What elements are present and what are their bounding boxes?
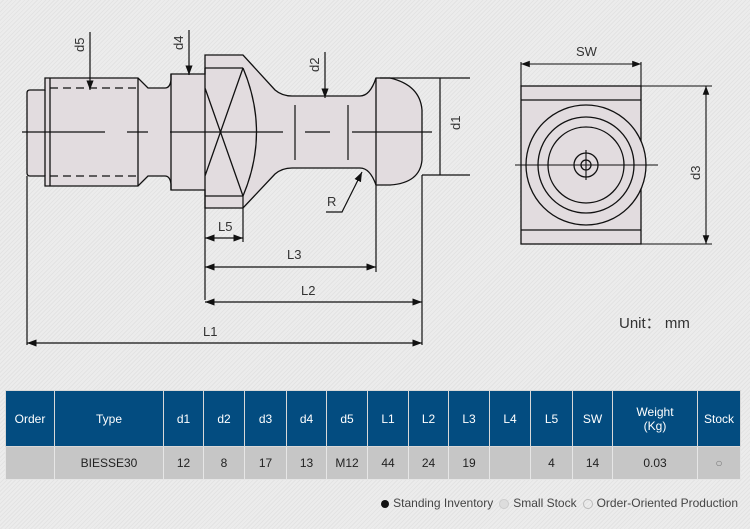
- cell-l5: 4: [530, 446, 573, 480]
- legend-standing: Standing Inventory: [381, 496, 493, 510]
- label-r: R: [327, 194, 336, 209]
- col-l4: L4: [489, 390, 531, 447]
- table-header: Order Type d1 d2 d3 d4 d5 L1 L2 L3 L4 L5…: [5, 390, 741, 447]
- cell-type: BIESSE30: [54, 446, 164, 480]
- cell-l3: 19: [448, 446, 490, 480]
- col-weight: Weight(Kg): [612, 390, 698, 447]
- cell-l1: 44: [367, 446, 409, 480]
- cell-d5: M12: [326, 446, 368, 480]
- table-row: BIESSE30 12 8 17 13 M12 44 24 19 4 14 0.…: [5, 446, 741, 480]
- col-l1: L1: [367, 390, 409, 447]
- label-l1: L1: [203, 324, 217, 339]
- stock-legend: Standing Inventory Small Stock Order-Ori…: [381, 496, 738, 510]
- label-d1: d1: [448, 116, 463, 130]
- cell-d3: 17: [244, 446, 287, 480]
- label-d5: d5: [72, 38, 87, 52]
- cell-order: [5, 446, 55, 480]
- legend-label: Small Stock: [513, 496, 577, 510]
- col-d4: d4: [286, 390, 327, 447]
- legend-label: Standing Inventory: [393, 496, 494, 510]
- filled-circle-icon: [381, 499, 390, 508]
- col-order: Order: [5, 390, 55, 447]
- weight-label: Weight: [636, 404, 674, 419]
- cell-d4: 13: [286, 446, 327, 480]
- label-d2: d2: [307, 58, 322, 72]
- legend-label: Order-Oriented Production: [596, 496, 738, 510]
- col-l2: L2: [408, 390, 449, 447]
- spec-table: Order Type d1 d2 d3 d4 d5 L1 L2 L3 L4 L5…: [5, 390, 741, 480]
- col-sw: SW: [572, 390, 613, 447]
- cell-d2: 8: [203, 446, 245, 480]
- legend-order: Order-Oriented Production: [582, 496, 738, 510]
- col-d1: d1: [163, 390, 204, 447]
- col-l3: L3: [448, 390, 490, 447]
- col-l5: L5: [530, 390, 573, 447]
- label-l5: L5: [218, 219, 232, 234]
- unit-label: Unit： mm: [619, 315, 690, 332]
- col-type: Type: [54, 390, 164, 447]
- col-d2: d2: [203, 390, 245, 447]
- cell-l4: [489, 446, 531, 480]
- col-d5: d5: [326, 390, 368, 447]
- cell-d1: 12: [163, 446, 204, 480]
- label-l2: L2: [301, 283, 315, 298]
- label-d4: d4: [171, 36, 186, 50]
- col-stock: Stock: [697, 390, 741, 447]
- col-d3: d3: [244, 390, 287, 447]
- end-view: [515, 60, 712, 245]
- cell-sw: 14: [572, 446, 613, 480]
- gray-circle-icon: [499, 498, 510, 509]
- label-sw: SW: [576, 44, 598, 59]
- weight-unit: (Kg): [643, 418, 667, 433]
- open-circle-icon: [582, 498, 593, 509]
- cell-l2: 24: [408, 446, 449, 480]
- pull-stud-drawing: d5 d4 d2 d1 d3 R L5 L3 L2 L1 SW: [22, 30, 712, 347]
- legend-small: Small Stock: [499, 496, 577, 510]
- label-d3: d3: [688, 166, 703, 180]
- label-l3: L3: [287, 247, 301, 262]
- cell-stock: ○: [697, 446, 741, 480]
- cell-weight: 0.03: [612, 446, 698, 480]
